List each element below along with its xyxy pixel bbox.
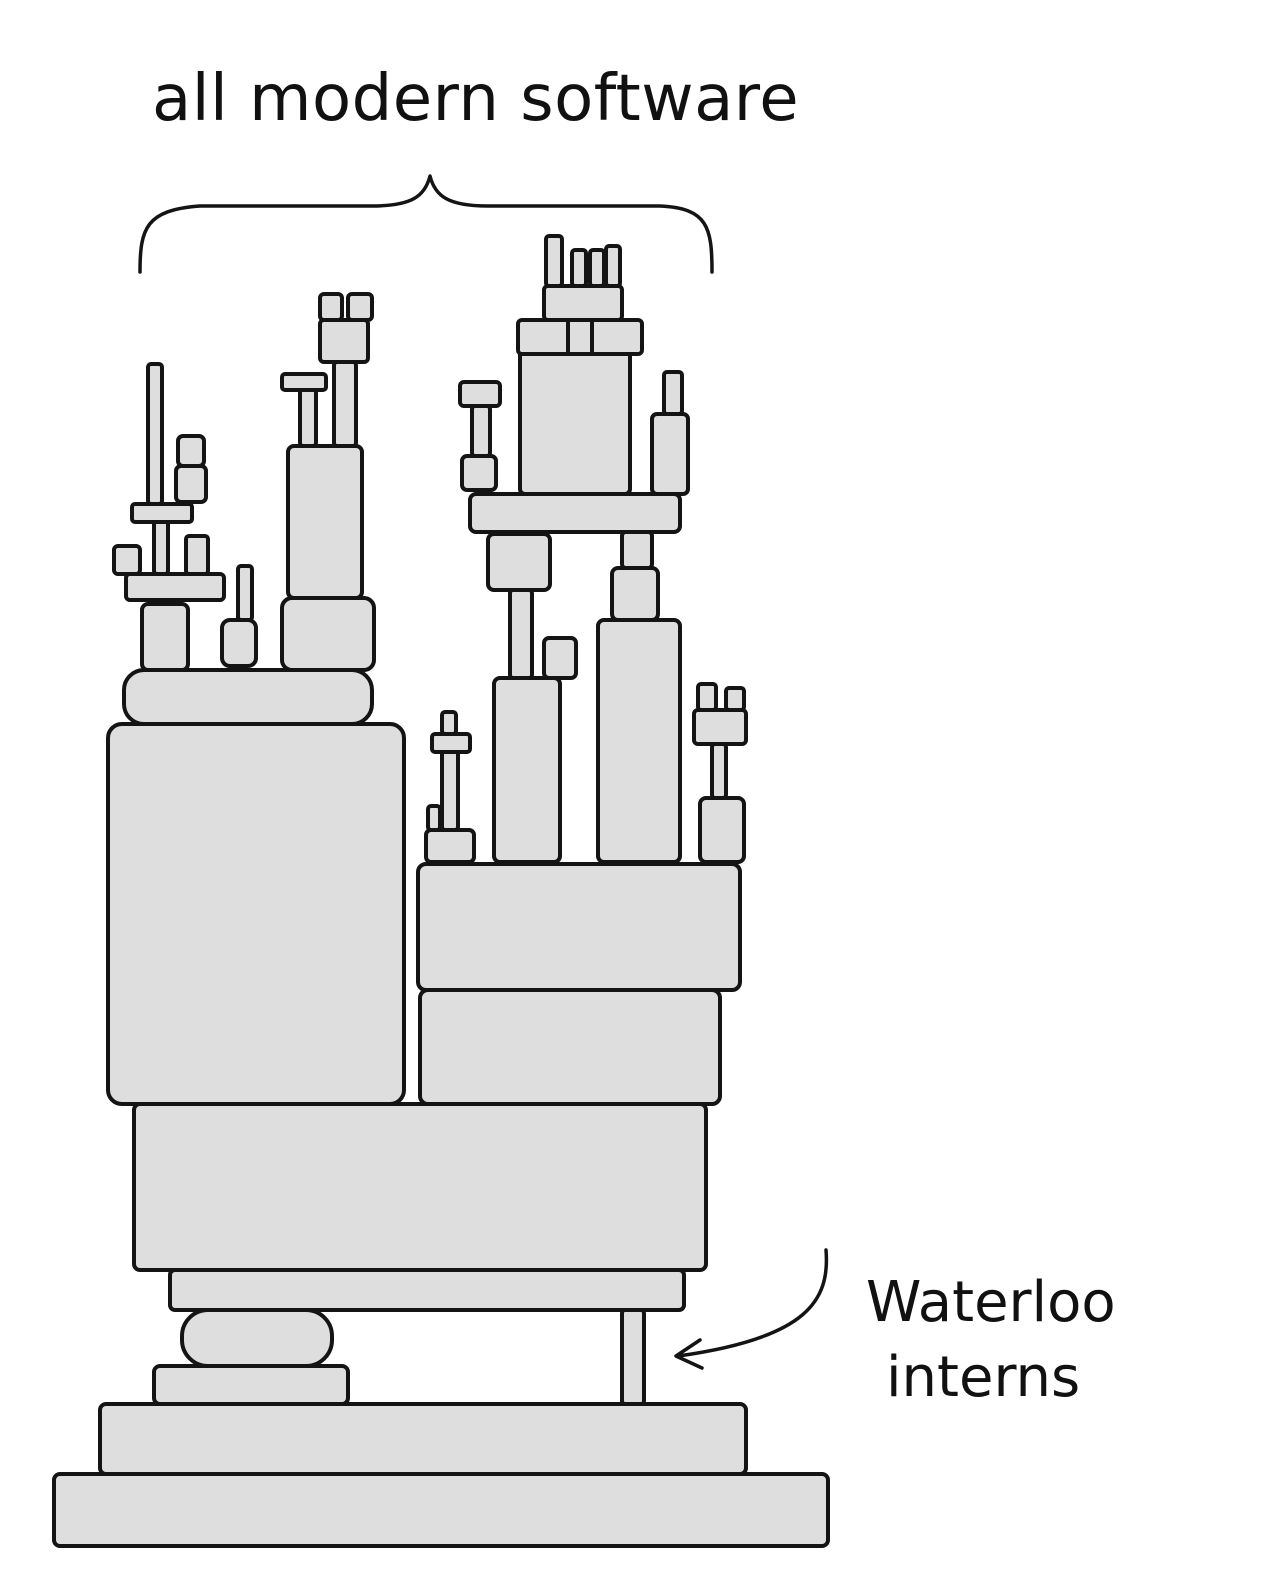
thin-stick: [510, 590, 532, 678]
thin-stick: [186, 536, 208, 574]
small-block: [426, 830, 474, 862]
thin-stick: [442, 750, 458, 830]
small-block: [568, 320, 592, 354]
thin-stick: [334, 362, 356, 446]
thin-stick: [590, 250, 604, 286]
small-block: [176, 466, 206, 502]
small-block: [178, 436, 204, 466]
waterloo-interns-support-stick: [622, 1310, 644, 1404]
crossbar: [132, 504, 192, 522]
small-block: [488, 534, 550, 590]
curly-brace: [140, 176, 712, 272]
small-block: [694, 710, 746, 744]
small-block: [320, 294, 342, 320]
small-block: [460, 382, 500, 406]
top-box: [520, 350, 630, 494]
thin-stick: [472, 406, 490, 456]
annotation-label-line-1: Waterloo: [866, 1270, 1116, 1335]
thin-stick: [442, 712, 456, 734]
small-block: [700, 798, 744, 862]
base-slab: [54, 1474, 828, 1546]
upper-right-block: [418, 864, 740, 990]
diagram-title: all modern software: [152, 62, 799, 136]
tall-block: [494, 678, 560, 862]
small-block: [222, 620, 256, 666]
crossbar: [126, 574, 224, 600]
thin-stick: [712, 744, 726, 798]
small-block: [544, 638, 576, 678]
wide-mid-block: [134, 1104, 706, 1270]
pedestal-block: [154, 1366, 348, 1404]
small-block: [622, 532, 652, 568]
small-block: [348, 294, 372, 320]
top-block: [544, 286, 622, 320]
thin-stick: [154, 520, 168, 574]
thin-stick: [606, 246, 620, 286]
small-block: [698, 684, 716, 710]
small-block: [652, 414, 688, 494]
thin-stick: [572, 250, 586, 286]
platform-slab: [470, 494, 680, 532]
tall-block: [288, 446, 362, 598]
small-block: [612, 568, 658, 620]
left-capstone: [124, 670, 372, 724]
round-support-block: [182, 1310, 332, 1366]
foundation-slab: [100, 1404, 746, 1474]
small-block: [726, 688, 744, 710]
small-block: [462, 456, 496, 490]
large-left-block: [108, 724, 404, 1104]
thin-stick: [300, 388, 316, 446]
small-block: [142, 604, 188, 670]
medium-block: [282, 598, 374, 670]
small-block: [320, 320, 368, 362]
support-slab: [170, 1270, 684, 1310]
crossbar: [432, 734, 470, 752]
tall-block: [598, 620, 680, 862]
thin-stick: [546, 236, 562, 286]
thin-stick: [238, 566, 252, 620]
lower-right-block: [420, 990, 720, 1104]
thin-stick: [664, 372, 682, 414]
thin-stick: [148, 364, 162, 504]
crossbar: [282, 374, 326, 390]
thin-stick: [428, 806, 440, 830]
annotation-label-line-2: interns: [886, 1345, 1080, 1410]
small-block: [114, 546, 140, 574]
